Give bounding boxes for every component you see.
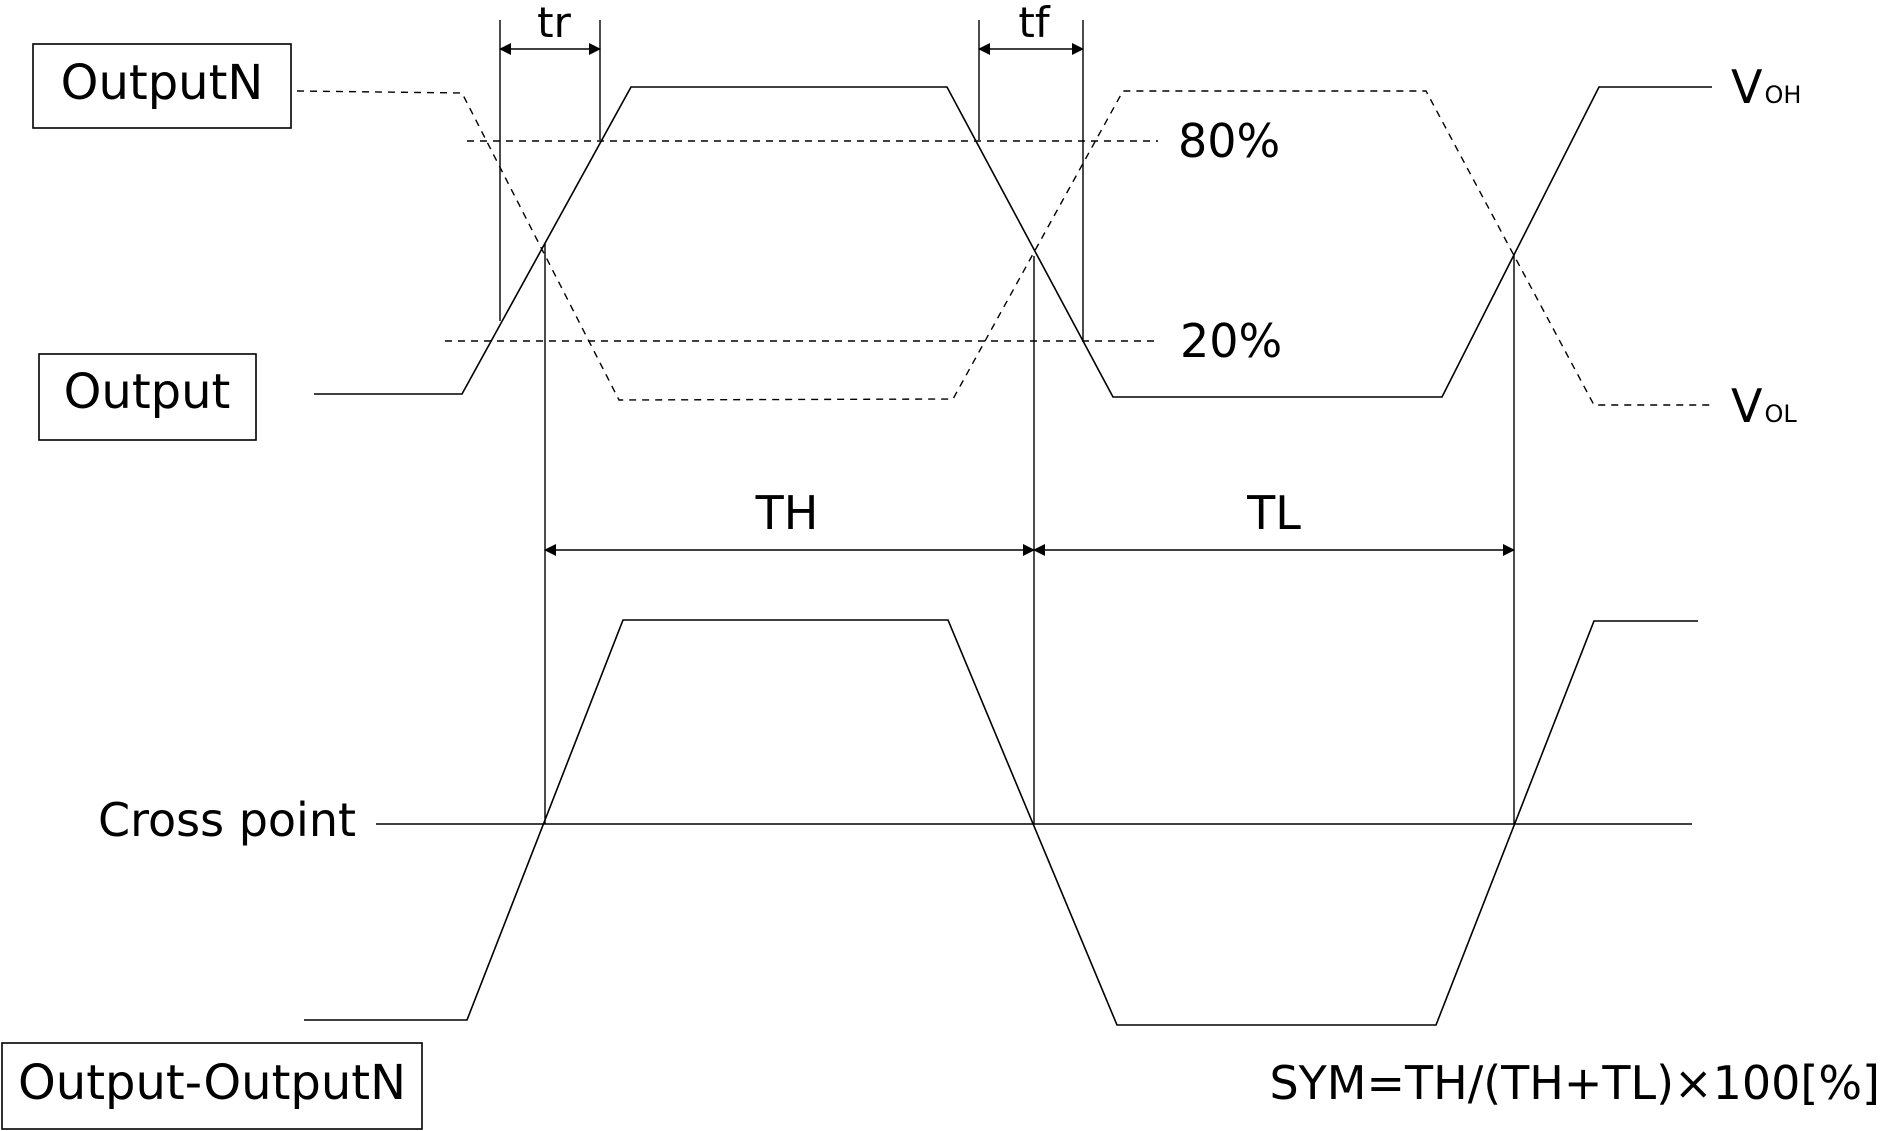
- threshold-20-label: 20%: [1180, 314, 1282, 368]
- voh-label: VOH: [1731, 60, 1801, 114]
- outputn-label: OutputN: [61, 55, 264, 111]
- outputn-waveform: [296, 90, 1712, 406]
- threshold-80-label: 80%: [1178, 114, 1280, 168]
- output-label-box: Output: [38, 353, 257, 441]
- tf-label: tf: [1018, 0, 1050, 47]
- sym-formula: SYM=TH/(TH+TL)×100[%]: [1269, 1056, 1880, 1110]
- output-waveform: [314, 86, 1712, 398]
- output-label: Output: [64, 364, 231, 420]
- tr-label: tr: [537, 0, 571, 47]
- output-minus-outputn-label: Output-OutputN: [18, 1055, 406, 1111]
- cross-point-label: Cross point: [98, 793, 356, 847]
- vol-label: VOL: [1731, 379, 1797, 433]
- differential-waveform-rising: [304, 619, 1698, 1026]
- th-label: TH: [755, 486, 819, 540]
- outputn-label-box: OutputN: [32, 43, 292, 129]
- output-minus-outputn-label-box: Output-OutputN: [1, 1042, 423, 1130]
- tl-label: TL: [1246, 486, 1301, 540]
